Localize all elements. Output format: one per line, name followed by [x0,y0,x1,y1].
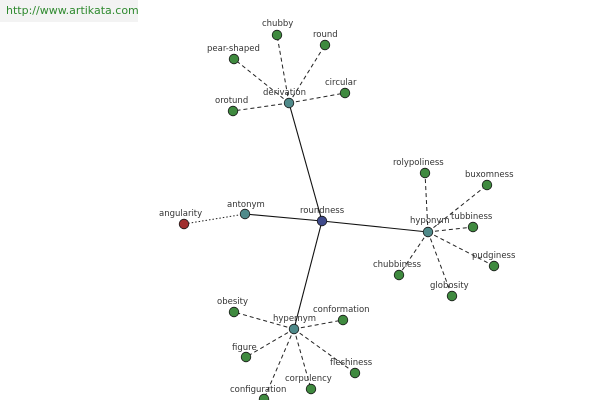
edge-hypernym-obesity [233,311,295,330]
relation-label-derivation: derivation [263,88,306,98]
edge-roundness-hyponym [321,220,429,233]
word-label-pudginess: pudginess [472,251,516,261]
graph-nodes [178,29,500,400]
edge-hypernym-configuration [263,328,295,400]
edge-hypernym-fleshiness [293,328,356,374]
word-label-configuration: configuration [230,385,286,395]
edge-derivation-chubby [276,34,290,104]
edge-derivation-orotund [232,102,290,112]
word-label-angularity: angularity [159,209,202,219]
word-label-orotund: orotund [215,96,248,106]
edge-hyponym-chubbiness [398,231,429,276]
edge-hyponym-buxomness [427,184,488,233]
edge-derivation-round [288,44,326,104]
source-url-banner: http://www.artikata.com [0,0,139,22]
word-label-pear-shaped: pear-shaped [207,44,260,54]
edge-roundness-antonym [244,213,323,222]
word-node-globosity[interactable] [446,290,458,302]
word-node-orotund[interactable] [227,105,239,117]
word-label-globosity: globosity [430,281,469,291]
edge-derivation-circular [288,92,346,104]
word-node-pear-shaped[interactable] [228,53,240,65]
edge-hypernym-figure [245,328,295,358]
edge-hypernym-conformation [293,319,344,330]
edge-hypernym-corpulency [293,328,312,390]
edge-hyponym-tubbiness [427,226,474,233]
word-node-pudginess[interactable] [488,260,500,272]
relation-node-antonym[interactable] [239,208,251,220]
word-node-round[interactable] [319,39,331,51]
word-node-configuration[interactable] [258,393,270,400]
word-label-round: round [313,30,338,40]
word-label-obesity: obesity [217,297,248,307]
word-node-corpulency[interactable] [305,383,317,395]
word-node-conformation[interactable] [337,314,349,326]
word-node-tubbiness[interactable] [467,221,479,233]
relation-node-hyponym[interactable] [422,226,434,238]
word-node-chubby[interactable] [271,29,283,41]
word-label-chubbiness: chubbiness [373,260,422,270]
word-node-rolypoliness[interactable] [419,167,431,179]
center-node-roundness[interactable] [316,215,328,227]
graph-edges [183,34,495,400]
word-label-chubby: chubby [262,19,293,29]
word-node-angularity[interactable] [178,218,190,230]
graph-labels: roundness derivation chubby round pear-shape… [159,19,516,395]
word-node-obesity[interactable] [228,306,240,318]
word-label-rolypoliness: rolypoliness [393,158,444,168]
word-label-tubbiness: tubbiness [451,212,493,222]
source-url-text[interactable]: http://www.artikata.com [6,4,139,17]
edge-roundness-derivation [288,102,323,222]
word-node-figure[interactable] [240,351,252,363]
relation-label-hyponym: hyponym [410,216,450,226]
edge-hyponym-pudginess [427,231,495,267]
relation-label-hypernym: hypernym [273,314,316,324]
word-node-circular[interactable] [339,87,351,99]
word-node-fleshiness[interactable] [349,367,361,379]
edge-roundness-hypernym [293,220,323,330]
edge-derivation-pear-shaped [233,58,290,104]
word-label-buxomness: buxomness [465,170,514,180]
center-label-roundness: roundness [300,206,345,216]
word-label-corpulency: corpulency [285,374,332,384]
word-label-circular: circular [325,78,357,88]
word-node-buxomness[interactable] [481,179,493,191]
relation-node-derivation[interactable] [283,97,295,109]
word-label-fleshiness: fleshiness [330,358,373,368]
edge-hyponym-globosity [427,231,453,297]
edge-hyponym-rolypoliness [424,172,429,233]
relation-label-antonym: antonym [227,200,265,210]
word-label-conformation: conformation [313,305,370,315]
word-label-figure: figure [232,343,257,353]
word-node-chubbiness[interactable] [393,269,405,281]
relation-node-hypernym[interactable] [288,323,300,335]
